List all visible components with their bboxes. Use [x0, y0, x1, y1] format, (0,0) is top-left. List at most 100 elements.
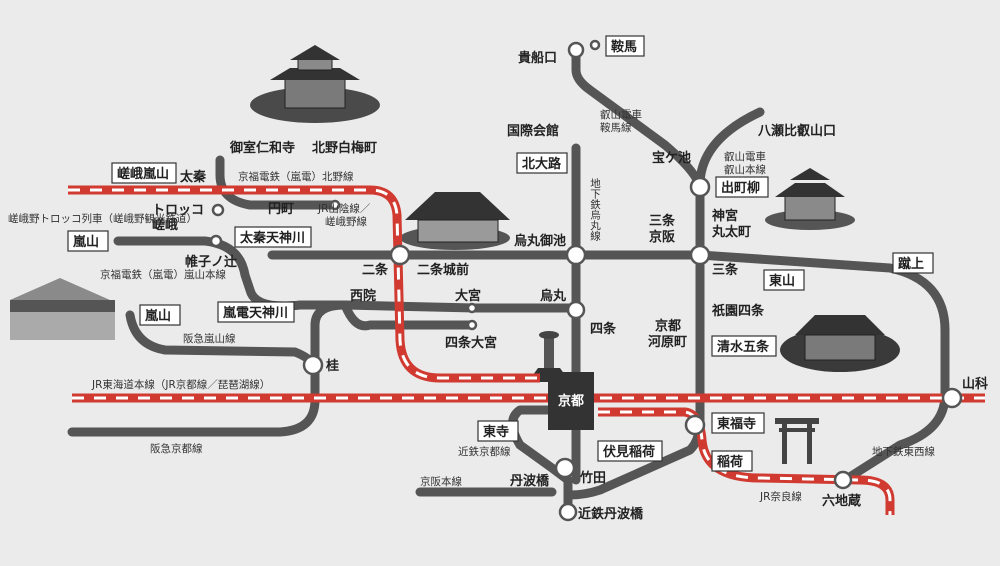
line-randen-arashiyama: 京福電鉄（嵐電）嵐山本線: [100, 268, 226, 281]
node-tofukuji: [684, 414, 706, 436]
station-nodes: [209, 39, 963, 522]
svg-text:東山: 東山: [769, 273, 795, 289]
station-arashiyama2: 嵐山: [139, 304, 181, 326]
node-omiya: [466, 302, 478, 314]
station-kuramaguchi: 貴船口: [518, 50, 557, 66]
station-karasumaoike: 烏丸御池: [514, 233, 566, 249]
line-hankyu-kyoto: 阪急京都線: [150, 442, 203, 455]
station-kawaramachi2: 河原町: [648, 334, 687, 350]
station-tofukuji: 東福寺: [711, 412, 765, 434]
kyoto-station-block: [548, 372, 594, 430]
svg-text:蹴上: 蹴上: [898, 256, 924, 272]
line-jr-sagano-1: JR山陰線／: [317, 202, 371, 215]
station-sagaarashiyama: 嵯峨嵐山: [111, 162, 177, 184]
station-kiyomizu: 清水五条: [711, 335, 777, 357]
station-sanjokeihan2: 京阪: [649, 229, 676, 245]
station-torokko2: 嵯峨: [152, 217, 178, 233]
randen-kitano-line: [215, 155, 340, 210]
station-sanjo: 三条: [712, 262, 739, 278]
svg-text:東福寺: 東福寺: [717, 416, 756, 432]
station-sanjokeihan1: 三条: [649, 213, 676, 229]
station-saiin: 西院: [350, 288, 376, 304]
station-yamashina: 山科: [962, 376, 988, 392]
station-omiya: 大宮: [455, 288, 481, 304]
line-jr-nara: JR奈良線: [759, 490, 802, 503]
line-eizan-kurama-2: 鞍馬線: [600, 121, 632, 134]
svg-text:鞍馬: 鞍馬: [611, 39, 637, 55]
station-shijoomiya: 四条大宮: [445, 335, 497, 351]
station-takeda: 竹田: [579, 470, 606, 486]
svg-text:伏見稲荷: 伏見稲荷: [603, 444, 655, 460]
station-jingu1: 神宮: [712, 208, 738, 224]
station-karasuma: 烏丸: [540, 288, 567, 304]
svg-text:出町柳: 出町柳: [721, 180, 760, 196]
node-torokko: [211, 203, 225, 217]
station-kyoto-label: 京都: [558, 393, 584, 409]
station-omuro: 御室仁和寺: [229, 140, 295, 156]
ginkakuji-illustration: [765, 168, 855, 230]
node-karasumaoike: [565, 244, 587, 266]
station-higashiyama: 東山: [763, 269, 805, 291]
station-jingu2: 丸太町: [711, 224, 751, 240]
fushimi-torii-illustration: [775, 418, 819, 464]
station-takaragaike: 宝ケ池: [652, 150, 691, 166]
station-randentenjin: 嵐電天神川: [217, 301, 295, 323]
line-jr-tokaido: JR東海道本線（JR京都線／琵琶湖線）: [91, 378, 270, 391]
station-yase: 八瀬比叡山口: [757, 123, 836, 139]
station-uzumasatenjin: 太秦天神川: [234, 226, 312, 248]
ryoanji-temple-illustration: [400, 192, 510, 250]
line-tozai-subway: 地下鉄東西線: [872, 445, 935, 458]
station-toji: 東寺: [477, 420, 519, 442]
svg-text:太秦天神川: 太秦天神川: [239, 230, 305, 246]
station-enmachi: 円町: [268, 202, 294, 217]
node-kurama: [589, 39, 601, 51]
line-jr-sagano-2: 嵯峨野線: [325, 215, 367, 228]
station-kawaramachi1: 京都: [655, 318, 681, 334]
svg-text:北大路: 北大路: [522, 156, 562, 172]
station-kurama: 鞍馬: [605, 35, 645, 57]
station-fushimiinari: 伏見稲荷: [597, 440, 663, 462]
line-hankyu-arashiyama: 阪急嵐山線: [183, 332, 236, 345]
station-nijo: 二条: [362, 262, 389, 278]
svg-text:嵐山: 嵐山: [72, 234, 99, 250]
station-katsura: 桂: [325, 358, 339, 374]
arashiyama-bridge-illustration: [10, 278, 115, 340]
station-kokusaikaikan: 国際会館: [507, 123, 559, 139]
line-keihan-main: 京阪本線: [420, 475, 462, 488]
station-nijojomae: 二条城前: [417, 262, 469, 278]
line-eizan-main-1: 叡山電車: [724, 150, 766, 163]
station-demachiyanagi: 出町柳: [715, 176, 769, 198]
station-inari: 稲荷: [711, 450, 753, 472]
station-kitaoji: 北大路: [516, 152, 568, 174]
line-eizan-kurama-1: 叡山電車: [600, 108, 642, 121]
station-rokujizo: 六地蔵: [822, 493, 861, 509]
station-keage: 蹴上: [892, 252, 934, 274]
station-tanbabashi: 丹波橋: [510, 473, 550, 489]
node-sanjo: [689, 244, 711, 266]
kiyomizu-temple-illustration: [780, 315, 900, 372]
line-randen-kitano: 京福電鉄（嵐電）北野線: [238, 170, 354, 183]
station-katabiranotsuji: 帷子ノ辻: [185, 254, 237, 270]
node-kuramaguchi: [567, 41, 585, 59]
station-kintetsutanbabashi: 近鉄丹波橋: [578, 506, 644, 522]
node-katsura: [302, 354, 324, 376]
station-uzumasa: 太秦: [179, 169, 207, 185]
node-enmachi: [329, 199, 341, 211]
node-kintetsutanbabashi: [558, 502, 578, 522]
svg-text:嵯峨嵐山: 嵯峨嵐山: [117, 166, 169, 182]
svg-text:清水五条: 清水五条: [717, 339, 770, 355]
svg-text:嵐山: 嵐山: [144, 308, 171, 324]
node-nijo: [389, 244, 411, 266]
line-torokko: 嵯峨野トロッコ列車（嵯峨野観光鉄道）: [8, 212, 197, 225]
node-takeda: [554, 457, 576, 479]
line-eizan-main-2: 叡山本線: [724, 163, 766, 176]
hankyu-kyoto-line: [67, 300, 581, 437]
svg-text:稲荷: 稲荷: [717, 454, 743, 470]
node-katabiranotsuji: [209, 234, 223, 248]
node-yamashina: [941, 387, 963, 409]
node-shijoomiya: [466, 319, 478, 331]
node-shijo: [566, 300, 586, 320]
line-kintetsu-kyoto: 近鉄京都線: [458, 445, 511, 458]
station-torokko: トロッコ: [152, 203, 204, 218]
